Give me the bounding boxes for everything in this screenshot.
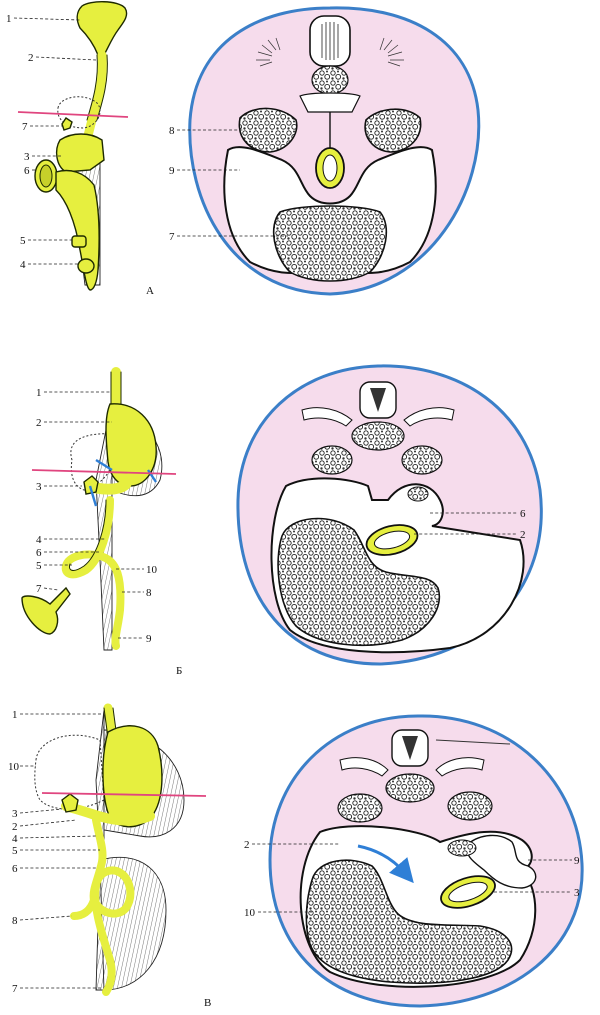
panel-b-cross-section xyxy=(236,364,543,666)
vertebral-body xyxy=(351,421,405,451)
liver-section xyxy=(272,205,388,282)
label: 5 xyxy=(12,845,18,857)
panel-letter: В xyxy=(204,997,211,1009)
rotation-arrow xyxy=(357,844,414,884)
liver-bud-outline xyxy=(57,96,101,129)
panel-letter: А xyxy=(146,285,154,297)
mesonephros-left xyxy=(238,107,298,153)
panel-a: 1 2 7 3 6 5 4 А xyxy=(6,1,481,297)
cut-line-a xyxy=(17,111,129,118)
label: 8 xyxy=(146,587,152,599)
label: 7 xyxy=(12,983,18,995)
panel-c: 1 10 3 2 4 5 6 8 7 В xyxy=(8,703,584,1009)
panel-c-gut-drawing xyxy=(34,703,185,996)
label: 5 xyxy=(36,560,42,572)
label: 6 xyxy=(12,863,18,875)
liver-section xyxy=(277,517,441,647)
allantois xyxy=(71,235,87,248)
label: 4 xyxy=(20,259,26,271)
liver-bud xyxy=(61,117,73,131)
lesser-sac-outline xyxy=(70,433,118,491)
label: 7 xyxy=(36,583,42,595)
pharynx xyxy=(76,1,128,56)
cut-line-b xyxy=(31,469,177,475)
kidney-right xyxy=(401,445,443,475)
panel-b-left-labels: 1 2 3 4 6 5 7 10 8 9 xyxy=(36,387,158,645)
hindgut xyxy=(55,169,100,291)
cloaca xyxy=(77,258,95,274)
label: 1 xyxy=(6,13,12,25)
panel-c-cross-section xyxy=(268,714,584,1008)
notochord xyxy=(311,65,349,95)
liver-bud xyxy=(83,475,99,495)
panel-b-gut-drawing xyxy=(21,367,163,651)
midgut-loop xyxy=(89,816,135,996)
panel-a-cross-section xyxy=(188,6,481,296)
label: 2 xyxy=(36,417,42,429)
label: 7 xyxy=(169,231,175,243)
label: 2 xyxy=(244,839,250,851)
label: 3 xyxy=(36,481,42,493)
panel-a-section-labels: 8 9 7 xyxy=(169,125,288,243)
panel-b-section-labels: 6 2 xyxy=(414,508,526,541)
label: 9 xyxy=(574,855,580,867)
label: 6 xyxy=(520,508,526,520)
label: 6 xyxy=(24,165,30,177)
cut-line-c xyxy=(41,792,207,797)
mesentery-loop xyxy=(99,857,167,991)
kidney-right xyxy=(447,791,493,821)
label: 2 xyxy=(12,821,18,833)
midgut-loop xyxy=(61,496,125,650)
label: 8 xyxy=(12,915,18,927)
stomach xyxy=(102,725,163,828)
panel-c-left-labels: 1 10 3 2 4 5 6 8 7 xyxy=(8,709,104,995)
label: 6 xyxy=(36,547,42,559)
panel-letter: Б xyxy=(176,665,182,677)
label: 4 xyxy=(12,833,18,845)
liver-section xyxy=(305,859,513,984)
label: 1 xyxy=(12,709,18,721)
label: 8 xyxy=(169,125,175,137)
label: 9 xyxy=(146,633,152,645)
duodenum xyxy=(90,478,132,495)
label: 10 xyxy=(244,907,256,919)
vertebral-body xyxy=(385,773,435,803)
label: 10 xyxy=(146,564,158,576)
panel-c-section-labels: 2 9 3 10 xyxy=(244,839,580,919)
label: 3 xyxy=(574,887,580,899)
caecum-loop xyxy=(70,896,98,920)
stomach xyxy=(55,133,105,173)
panel-a-left-labels: 1 2 7 3 6 5 4 xyxy=(6,13,97,271)
mesonephros-right xyxy=(364,108,422,153)
kidney-left xyxy=(311,445,353,475)
label: 2 xyxy=(28,52,34,64)
pancreas xyxy=(447,839,477,857)
label: 4 xyxy=(36,534,42,546)
kidney-left xyxy=(337,793,383,823)
label: 7 xyxy=(22,121,28,133)
label: 9 xyxy=(169,165,175,177)
label: 10 xyxy=(8,761,20,773)
label: 3 xyxy=(24,151,30,163)
panel-a-gut-drawing xyxy=(34,1,128,291)
label: 3 xyxy=(12,808,18,820)
label: 2 xyxy=(520,529,526,541)
label: 1 xyxy=(36,387,42,399)
yolk-stalk xyxy=(21,586,71,635)
liver-bud xyxy=(61,793,79,813)
panel-b: 1 2 3 4 6 5 7 10 8 9 Б xyxy=(21,364,543,677)
pancreas-bud xyxy=(407,486,429,502)
label: 5 xyxy=(20,235,26,247)
